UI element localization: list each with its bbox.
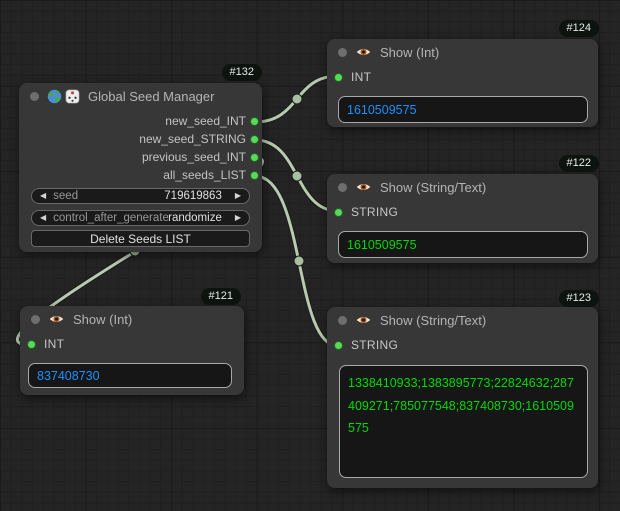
node-id-badge-121: #121 [200, 288, 241, 305]
node-title-text: Show (Int) [73, 311, 133, 327]
output-label: previous_seed_INT [141, 150, 246, 164]
input-slot-string: STRING [327, 333, 598, 357]
node-id-badge-132: #132 [221, 64, 262, 81]
delete-seeds-list-button[interactable]: Delete Seeds LIST [31, 230, 250, 247]
output-port-new-seed-int[interactable] [250, 116, 259, 126]
output-slot-previous-seed-int: previous_seed_INT [19, 148, 262, 166]
output-label: new_seed_INT [165, 114, 246, 128]
output-label: all_seeds_LIST [163, 168, 246, 182]
output-slot-list: new_seed_INT new_seed_STRING previous_se… [19, 112, 262, 184]
wire-all-seeds-list[interactable] [252, 173, 341, 349]
control-after-generate-widget[interactable]: ◀ control_after_generate randomize ▶ [31, 210, 250, 226]
link-midpoint-dot[interactable] [291, 93, 303, 105]
collapse-dot-icon[interactable] [338, 315, 347, 325]
decrement-arrow-icon[interactable]: ◀ [40, 213, 47, 222]
node-id-badge-122: #122 [558, 155, 599, 172]
link-midpoint-dot[interactable] [293, 255, 305, 267]
input-label: STRING [351, 205, 399, 219]
input-label: INT [44, 337, 65, 351]
node-title-text: Show (String/Text) [380, 179, 487, 195]
node-global-seed-manager[interactable]: Global Seed Manager new_seed_INT new_see… [19, 83, 262, 252]
string-value-display[interactable]: 1610509575 [338, 231, 588, 258]
widget-label: seed [53, 190, 79, 202]
node-title-text: Show (Int) [380, 44, 440, 60]
increment-arrow-icon[interactable]: ▶ [234, 213, 241, 222]
node-id-badge-124: #124 [558, 20, 599, 37]
eye-icon [48, 314, 65, 324]
node-titlebar[interactable]: Show (Int) [327, 39, 598, 65]
collapse-dot-icon[interactable] [338, 47, 347, 57]
widget-label: control_after_generate [53, 212, 169, 224]
collapse-dot-icon[interactable] [31, 314, 40, 324]
output-slot-new-seed-int: new_seed_INT [19, 112, 262, 130]
globe-icon [47, 89, 62, 103]
node-titlebar[interactable]: Show (String/Text) [327, 307, 598, 333]
input-slot-string: STRING [327, 200, 598, 224]
collapse-dot-icon[interactable] [30, 91, 39, 101]
output-slot-all-seeds-list: all_seeds_LIST [19, 166, 262, 184]
seed-widget[interactable]: ◀ seed 719619863 ▶ [31, 188, 250, 204]
int-value-display[interactable]: 1610509575 [338, 96, 588, 123]
output-port-new-seed-string[interactable] [250, 134, 259, 144]
node-id-badge-123: #123 [558, 290, 599, 307]
int-value-display[interactable]: 837408730 [28, 363, 232, 388]
widget-value[interactable]: 719619863 [164, 190, 222, 202]
input-label: INT [351, 70, 372, 84]
output-port-previous-seed-int[interactable] [250, 152, 259, 162]
node-titlebar[interactable]: Show (String/Text) [327, 174, 598, 200]
string-list-value-display[interactable]: 1338410933;1383895773;22824632;287409271… [339, 365, 588, 478]
decrement-arrow-icon[interactable]: ◀ [40, 191, 47, 200]
input-slot-int: INT [327, 65, 598, 89]
input-port-string[interactable] [334, 340, 343, 350]
link-midpoint-dot[interactable] [291, 170, 303, 182]
input-port-int[interactable] [334, 72, 343, 82]
output-port-all-seeds-list[interactable] [250, 170, 259, 180]
node-title-text: Show (String/Text) [380, 312, 487, 328]
node-show-int-124[interactable]: Show (Int) INT 1610509575 [327, 39, 598, 127]
output-slot-new-seed-string: new_seed_STRING [19, 130, 262, 148]
output-label: new_seed_STRING [139, 132, 246, 146]
increment-arrow-icon[interactable]: ▶ [234, 191, 241, 200]
collapse-dot-icon[interactable] [338, 182, 347, 192]
node-show-int-121[interactable]: Show (Int) INT 837408730 [20, 306, 244, 395]
dice-icon [65, 89, 80, 103]
input-slot-int: INT [20, 332, 244, 356]
node-show-string-122[interactable]: Show (String/Text) STRING 1610509575 [327, 174, 598, 263]
wire-new-seed-int[interactable] [252, 73, 341, 125]
node-show-string-123[interactable]: Show (String/Text) STRING 1338410933;138… [327, 307, 598, 488]
wire-new-seed-string[interactable] [252, 137, 341, 214]
eye-icon [355, 315, 372, 325]
node-titlebar[interactable]: Show (Int) [20, 306, 244, 332]
node-titlebar[interactable]: Global Seed Manager [19, 83, 262, 109]
input-label: STRING [351, 338, 399, 352]
input-port-int[interactable] [27, 339, 36, 349]
widget-value[interactable]: randomize [168, 212, 222, 224]
node-title-text: Global Seed Manager [88, 88, 215, 104]
input-port-string[interactable] [334, 207, 343, 217]
eye-icon [355, 182, 372, 192]
eye-icon [355, 47, 372, 57]
